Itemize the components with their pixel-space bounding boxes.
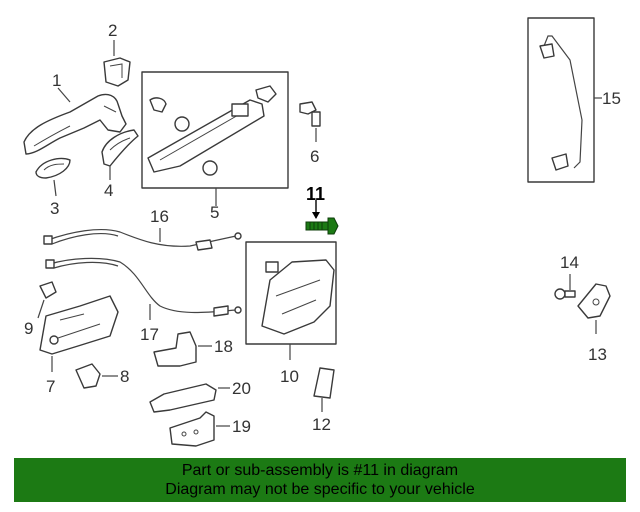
callout-9: 9 (24, 319, 33, 338)
part-16-cable[interactable] (43, 229, 242, 251)
callout-5: 5 (210, 203, 219, 222)
part-12-cover[interactable] (313, 367, 335, 399)
callout-1: 1 (52, 71, 61, 90)
part-9-clip[interactable] (39, 281, 57, 299)
part-11-bolt-highlighted[interactable] (305, 217, 339, 235)
callout-20: 20 (232, 379, 251, 398)
part-20-door-checker[interactable] (149, 383, 217, 413)
part-19-lower-hinge[interactable] (169, 411, 215, 447)
part-13-striker[interactable] (577, 283, 611, 319)
callout-14: 14 (560, 253, 579, 272)
callout-12: 12 (312, 415, 331, 434)
part-2-handle-cap[interactable] (103, 57, 131, 87)
part-4-handle-bezel[interactable] (101, 129, 139, 167)
part-15-lock-rod[interactable] (527, 17, 595, 183)
callout-8: 8 (120, 367, 129, 386)
callout-3: 3 (50, 199, 59, 218)
callout-18: 18 (214, 337, 233, 356)
part-3-bezel[interactable] (35, 157, 71, 179)
callout-7: 7 (46, 377, 55, 396)
part-17-cable[interactable] (45, 257, 242, 317)
part-10-door-lock-actuator[interactable] (245, 241, 337, 345)
callout-10: 10 (280, 367, 299, 386)
banner-line-1: Part or sub-assembly is #11 in diagram (181, 462, 459, 479)
callout-6: 6 (310, 147, 319, 166)
callout-2: 2 (108, 21, 117, 40)
part-18-door-hinge[interactable] (153, 331, 197, 367)
callout-17: 17 (140, 325, 159, 344)
callout-19: 19 (232, 417, 251, 436)
part-1-outer-handle[interactable] (23, 93, 127, 155)
callout-4: 4 (104, 181, 113, 200)
callout-16: 16 (150, 207, 169, 226)
banner-line-2: Diagram may not be specific to your vehi… (165, 481, 475, 498)
part-6-bolt[interactable] (299, 101, 321, 127)
callout-13: 13 (588, 345, 607, 364)
callout-15: 15 (602, 89, 621, 108)
part-7-inner-handle-assembly[interactable] (39, 295, 119, 355)
callout-11: 11 (306, 184, 325, 204)
part-8-knob[interactable] (75, 363, 101, 389)
part-14-screw[interactable] (554, 288, 576, 300)
info-banner: Part or sub-assembly is #11 in diagram D… (14, 458, 626, 502)
part-5-handle-frame-group[interactable] (141, 71, 289, 189)
